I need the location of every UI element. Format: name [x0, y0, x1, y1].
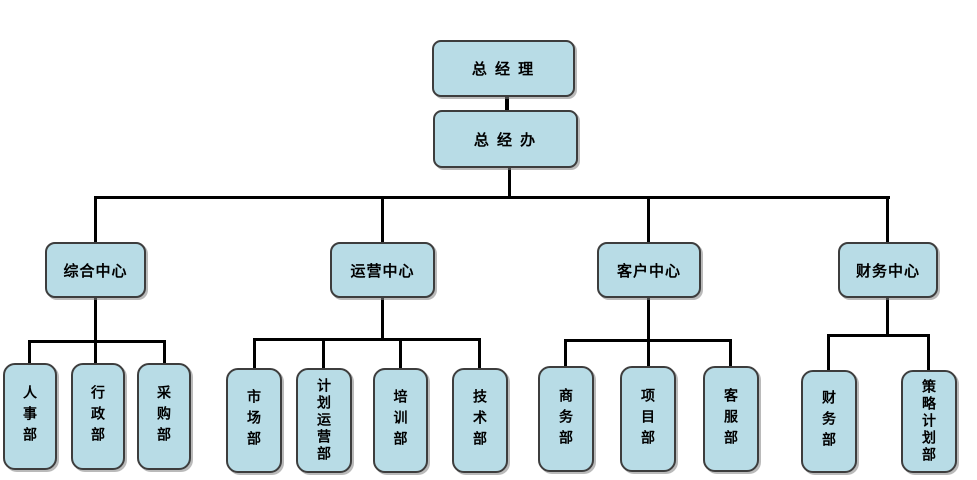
node-label: 客服部: [723, 387, 739, 451]
connector-center3-drop-3: [729, 339, 732, 366]
node-center-customer: 客户中心: [597, 242, 701, 298]
connector-drop-center-4: [886, 196, 889, 242]
connector-center1-stem: [94, 297, 97, 363]
connector-main-rail: [94, 196, 890, 199]
node-dept-training: 培训部: [373, 368, 428, 473]
node-label: 采购部: [156, 385, 172, 448]
connector-center2-stem: [381, 297, 384, 341]
connector-center1-drop-1: [28, 340, 31, 363]
connector-center2-rail: [253, 338, 481, 341]
node-dept-customer-service: 客服部: [703, 366, 759, 472]
node-dept-finance: 财务部: [801, 370, 857, 473]
node-dept-hr: 人事部: [3, 363, 57, 470]
connector-center2-drop-1: [253, 338, 256, 368]
node-gm-office: 总 经 办: [433, 110, 578, 168]
connector-center4-drop-1: [827, 334, 830, 370]
node-label: 培训部: [392, 389, 409, 452]
node-label: 商务部: [558, 387, 574, 451]
connector-drop-center-3: [647, 196, 650, 242]
connector-office-rail: [508, 167, 511, 199]
connector-center4-rail: [827, 334, 930, 337]
node-dept-administration: 行政部: [71, 363, 125, 470]
node-label: 总 经 办: [473, 131, 538, 149]
node-dept-procurement: 采购部: [137, 363, 191, 470]
connector-center1-rail: [28, 340, 166, 343]
connector-center4-drop-2: [927, 334, 930, 370]
node-label: 策略计划部: [921, 379, 937, 464]
connector-root-office: [505, 96, 509, 112]
node-dept-technology: 技术部: [452, 368, 508, 473]
connector-center2-drop-4: [478, 338, 481, 368]
node-label: 综合中心: [63, 262, 128, 280]
connector-center3-drop-1: [564, 339, 567, 366]
node-general-manager: 总 经 理: [432, 40, 575, 97]
node-center-finance: 财务中心: [838, 242, 938, 298]
node-label: 技术部: [472, 389, 488, 452]
node-label: 人事部: [22, 385, 38, 448]
node-label: 市场部: [246, 389, 262, 452]
connector-center3-stem: [647, 297, 650, 366]
node-dept-strategic-planning: 策略计划部: [901, 370, 957, 473]
node-label: 财务中心: [855, 262, 920, 280]
connector-center1-drop-3: [163, 340, 166, 363]
connector-center2-drop-3: [399, 338, 402, 368]
connector-center2-drop-2: [322, 338, 325, 368]
node-dept-business: 商务部: [538, 366, 594, 472]
connector-center4-stem: [886, 297, 889, 336]
node-label: 运营中心: [350, 262, 415, 280]
node-label: 项目部: [640, 387, 656, 451]
node-label: 财务部: [821, 390, 837, 453]
node-dept-marketing: 市场部: [226, 368, 282, 473]
node-label: 计划运营部: [316, 378, 332, 463]
node-label: 客户中心: [616, 262, 681, 280]
connector-drop-center-1: [94, 196, 97, 242]
node-label: 行政部: [90, 385, 106, 448]
node-dept-planning-operations: 计划运营部: [296, 368, 352, 473]
node-dept-project: 项目部: [620, 366, 676, 472]
connector-center3-rail: [564, 339, 732, 342]
node-center-comprehensive: 综合中心: [45, 242, 146, 298]
node-center-operations: 运营中心: [330, 242, 435, 298]
node-label: 总 经 理: [471, 61, 536, 78]
connector-drop-center-2: [381, 196, 384, 242]
